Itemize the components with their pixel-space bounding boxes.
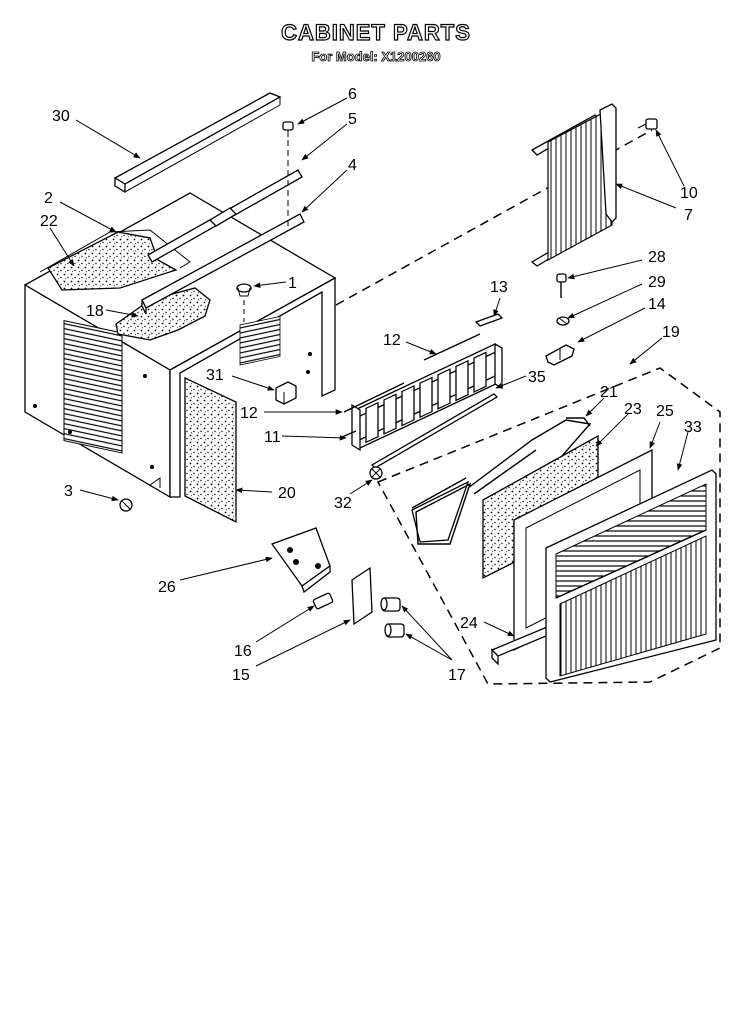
clip-14 bbox=[545, 344, 575, 366]
brace-5 bbox=[147, 169, 303, 263]
callout-15: 15 bbox=[232, 667, 250, 684]
callout-5: 5 bbox=[348, 111, 357, 128]
callout-17: 17 bbox=[448, 667, 466, 684]
callout-23: 23 bbox=[624, 401, 642, 418]
callout-22: 22 bbox=[40, 213, 58, 230]
top-insulation bbox=[47, 231, 178, 291]
vent-door-assembly bbox=[341, 313, 504, 469]
callout-2: 2 bbox=[44, 190, 53, 207]
diagram-title: CABINET PARTS bbox=[280, 19, 471, 45]
top-cover-outline bbox=[39, 229, 191, 273]
callout-13: 13 bbox=[490, 279, 508, 296]
knob-insert-16 bbox=[312, 592, 334, 610]
callout-labels: 30 6 5 4 2 22 10 7 1 28 29 13 14 18 12 1… bbox=[40, 86, 702, 684]
callout-26: 26 bbox=[158, 579, 176, 596]
front-assembly-boundary bbox=[376, 367, 721, 685]
screw-32 bbox=[369, 466, 383, 480]
callout-29: 29 bbox=[648, 274, 666, 291]
callout-16: 16 bbox=[234, 643, 252, 660]
screw-28 bbox=[556, 273, 567, 298]
side-panel-insulation bbox=[184, 376, 237, 524]
callout-3: 3 bbox=[64, 483, 73, 500]
screw-3 bbox=[119, 498, 133, 512]
screw-10 bbox=[637, 118, 658, 130]
control-bracket bbox=[351, 566, 373, 626]
plug-1 bbox=[236, 283, 252, 322]
callout-31: 31 bbox=[206, 367, 224, 384]
screw-6 bbox=[282, 121, 294, 230]
air-deflector bbox=[270, 527, 331, 594]
callout-20: 20 bbox=[278, 485, 296, 502]
washer-29 bbox=[556, 316, 570, 326]
knob-lower bbox=[384, 623, 405, 638]
front-grille bbox=[545, 469, 717, 683]
callout-32: 32 bbox=[334, 495, 352, 512]
callout-35: 35 bbox=[528, 369, 546, 386]
side-curtain bbox=[530, 103, 617, 267]
callout-25: 25 bbox=[656, 403, 674, 420]
callout-18: 18 bbox=[86, 303, 104, 320]
callout-7: 7 bbox=[684, 207, 693, 224]
knob-upper bbox=[380, 597, 401, 612]
callout-19: 19 bbox=[662, 324, 680, 341]
callout-14: 14 bbox=[648, 296, 666, 313]
brace-4 bbox=[141, 213, 305, 315]
callout-21: 21 bbox=[600, 384, 618, 401]
callout-11: 11 bbox=[264, 429, 281, 446]
callout-12-upper: 12 bbox=[383, 332, 401, 349]
callout-30: 30 bbox=[52, 108, 70, 125]
bracket-31 bbox=[275, 381, 297, 405]
callout-4: 4 bbox=[348, 157, 357, 174]
leader-lines bbox=[49, 97, 689, 667]
callout-33: 33 bbox=[684, 419, 702, 436]
callout-1: 1 bbox=[288, 275, 297, 292]
callout-28: 28 bbox=[648, 249, 666, 266]
callout-12-lower: 12 bbox=[240, 405, 258, 422]
callout-6: 6 bbox=[348, 86, 357, 103]
callout-10: 10 bbox=[680, 185, 698, 202]
top-rail bbox=[113, 92, 282, 194]
callout-24: 24 bbox=[460, 615, 478, 632]
model-subtitle: For Model: X1200260 bbox=[311, 49, 441, 65]
